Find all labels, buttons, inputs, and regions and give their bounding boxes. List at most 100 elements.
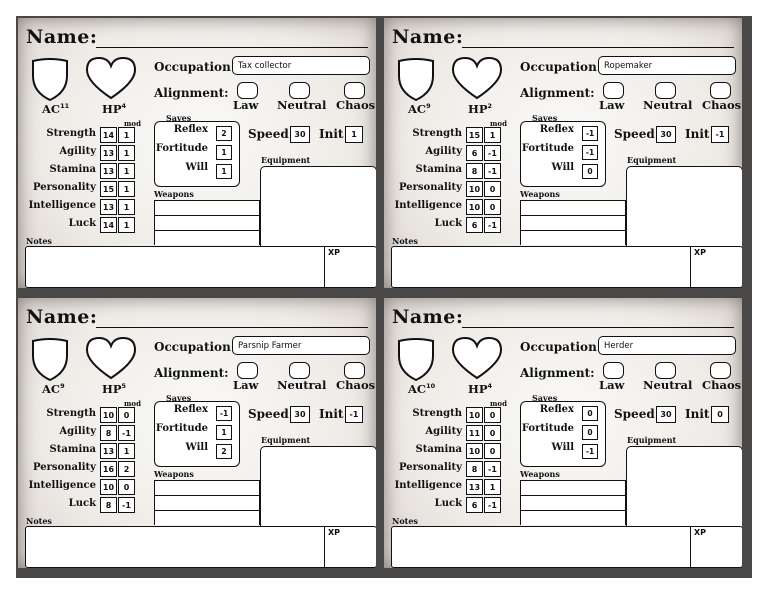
weapon-slot[interactable] [154, 480, 260, 495]
stat-mod-agility[interactable]: -1 [118, 425, 135, 441]
stat-mod-stamina[interactable]: -1 [484, 163, 501, 179]
weapon-slot[interactable] [520, 215, 626, 230]
xp-field[interactable] [324, 526, 376, 568]
speed-field[interactable]: 30 [656, 126, 676, 143]
save-value-fortitude[interactable]: 1 [216, 145, 232, 160]
notes-field[interactable] [25, 526, 376, 568]
equipment-field[interactable] [626, 446, 742, 528]
stat-score-personality[interactable]: 16 [100, 461, 117, 477]
init-field[interactable]: -1 [711, 126, 729, 143]
equipment-field[interactable] [260, 166, 376, 248]
weapon-slot[interactable] [520, 480, 626, 495]
alignment-chaos-checkbox[interactable] [344, 362, 365, 379]
weapon-slot[interactable] [154, 495, 260, 510]
stat-mod-intelligence[interactable]: 1 [118, 199, 135, 215]
alignment-law-checkbox[interactable] [603, 362, 624, 379]
stat-score-strength[interactable]: 14 [100, 127, 117, 143]
stat-score-strength[interactable]: 10 [466, 407, 483, 423]
stat-mod-intelligence[interactable]: 0 [118, 479, 135, 495]
alignment-law-checkbox[interactable] [237, 362, 258, 379]
save-value-reflex[interactable]: 2 [216, 126, 232, 141]
xp-field[interactable] [690, 526, 742, 568]
stat-mod-personality[interactable]: 1 [118, 181, 135, 197]
speed-field[interactable]: 30 [290, 406, 310, 423]
stat-score-personality[interactable]: 15 [100, 181, 117, 197]
occupation-field[interactable]: Tax collector [232, 56, 370, 75]
name-field[interactable] [462, 47, 734, 48]
save-value-reflex[interactable]: -1 [216, 406, 232, 421]
stat-mod-strength[interactable]: 0 [118, 407, 135, 423]
stat-mod-agility[interactable]: 0 [484, 425, 501, 441]
stat-mod-personality[interactable]: -1 [484, 461, 501, 477]
name-field[interactable] [96, 47, 368, 48]
save-value-fortitude[interactable]: 1 [216, 425, 232, 440]
save-value-fortitude[interactable]: -1 [582, 145, 598, 160]
notes-field[interactable] [25, 246, 376, 288]
alignment-neutral-checkbox[interactable] [289, 362, 310, 379]
weapon-slot[interactable] [154, 200, 260, 215]
stat-mod-strength[interactable]: 1 [484, 127, 501, 143]
init-field[interactable]: 1 [345, 126, 363, 143]
weapon-slot[interactable] [154, 510, 260, 525]
alignment-law-checkbox[interactable] [603, 82, 624, 99]
weapon-slot[interactable] [520, 230, 626, 245]
save-value-will[interactable]: 0 [582, 164, 598, 179]
alignment-neutral-checkbox[interactable] [655, 82, 676, 99]
notes-field[interactable] [391, 246, 742, 288]
stat-mod-agility[interactable]: 1 [118, 145, 135, 161]
stat-score-agility[interactable]: 11 [466, 425, 483, 441]
stat-mod-strength[interactable]: 1 [118, 127, 135, 143]
speed-field[interactable]: 30 [290, 126, 310, 143]
name-field[interactable] [96, 327, 368, 328]
occupation-field[interactable]: Parsnip Farmer [232, 336, 370, 355]
occupation-field[interactable]: Herder [598, 336, 736, 355]
stat-mod-stamina[interactable]: 1 [118, 443, 135, 459]
stat-mod-strength[interactable]: 0 [484, 407, 501, 423]
stat-score-personality[interactable]: 10 [466, 181, 483, 197]
stat-score-intelligence[interactable]: 13 [466, 479, 483, 495]
stat-score-intelligence[interactable]: 10 [100, 479, 117, 495]
stat-mod-personality[interactable]: 2 [118, 461, 135, 477]
save-value-fortitude[interactable]: 0 [582, 425, 598, 440]
alignment-chaos-checkbox[interactable] [344, 82, 365, 99]
stat-mod-luck[interactable]: 1 [118, 217, 135, 233]
stat-score-stamina[interactable]: 13 [100, 163, 117, 179]
speed-field[interactable]: 30 [656, 406, 676, 423]
stat-mod-intelligence[interactable]: 1 [484, 479, 501, 495]
alignment-neutral-checkbox[interactable] [289, 82, 310, 99]
stat-score-stamina[interactable]: 8 [466, 163, 483, 179]
alignment-chaos-checkbox[interactable] [710, 362, 731, 379]
weapon-slot[interactable] [520, 510, 626, 525]
alignment-law-checkbox[interactable] [237, 82, 258, 99]
stat-mod-stamina[interactable]: 0 [484, 443, 501, 459]
occupation-field[interactable]: Ropemaker [598, 56, 736, 75]
stat-score-luck[interactable]: 6 [466, 217, 483, 233]
stat-score-agility[interactable]: 8 [100, 425, 117, 441]
stat-score-personality[interactable]: 8 [466, 461, 483, 477]
alignment-chaos-checkbox[interactable] [710, 82, 731, 99]
stat-score-intelligence[interactable]: 10 [466, 199, 483, 215]
name-field[interactable] [462, 327, 734, 328]
save-value-will[interactable]: -1 [582, 444, 598, 459]
stat-mod-personality[interactable]: 0 [484, 181, 501, 197]
stat-score-luck[interactable]: 14 [100, 217, 117, 233]
save-value-reflex[interactable]: 0 [582, 406, 598, 421]
weapon-slot[interactable] [154, 230, 260, 245]
weapon-slot[interactable] [154, 215, 260, 230]
stat-mod-luck[interactable]: -1 [118, 497, 135, 513]
stat-score-agility[interactable]: 6 [466, 145, 483, 161]
stat-score-stamina[interactable]: 13 [100, 443, 117, 459]
stat-mod-stamina[interactable]: 1 [118, 163, 135, 179]
weapon-slot[interactable] [520, 200, 626, 215]
xp-field[interactable] [324, 246, 376, 288]
stat-mod-luck[interactable]: -1 [484, 217, 501, 233]
init-field[interactable]: -1 [345, 406, 363, 423]
weapon-slot[interactable] [520, 495, 626, 510]
stat-score-stamina[interactable]: 10 [466, 443, 483, 459]
stat-mod-luck[interactable]: -1 [484, 497, 501, 513]
save-value-will[interactable]: 2 [216, 444, 232, 459]
xp-field[interactable] [690, 246, 742, 288]
init-field[interactable]: 0 [711, 406, 729, 423]
save-value-reflex[interactable]: -1 [582, 126, 598, 141]
stat-score-intelligence[interactable]: 13 [100, 199, 117, 215]
